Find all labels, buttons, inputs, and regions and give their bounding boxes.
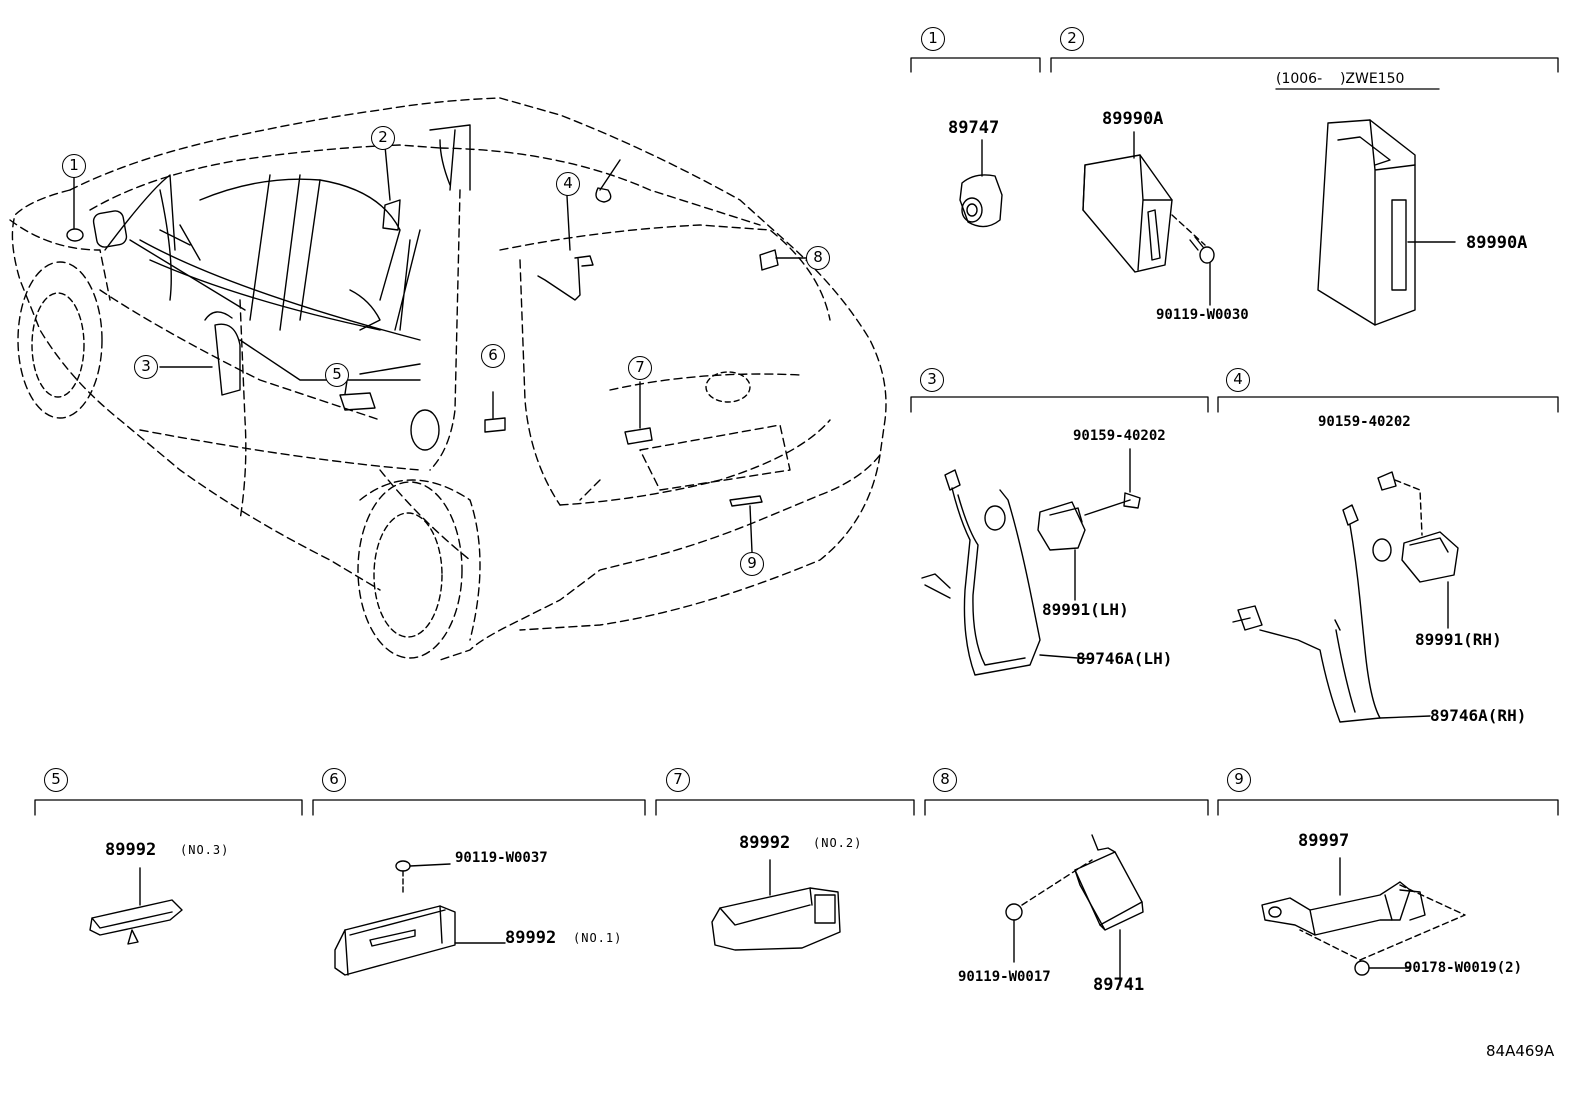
part-number-90159-40202-rh[interactable]: 90159-40202 xyxy=(1318,414,1411,430)
part-number-90178-w0019[interactable]: 90178-W0019(2) xyxy=(1404,960,1523,976)
callout-8: 8 xyxy=(806,246,830,270)
part-number-89741[interactable]: 89741 xyxy=(1093,975,1145,995)
section-6-bracket xyxy=(312,799,646,816)
part-number-89747[interactable]: 89747 xyxy=(948,118,1000,138)
section-1-bracket xyxy=(910,57,1041,73)
part-5-sensor-drawing xyxy=(89,867,183,945)
part-number-89992-no3[interactable]: 89992 xyxy=(105,840,157,860)
callout-4: 4 xyxy=(556,172,580,196)
part-note-no2: (NO.2) xyxy=(813,836,863,850)
section-brackets xyxy=(34,57,1559,816)
part-number-90119-w0037[interactable]: 90119-W0037 xyxy=(455,850,548,866)
section-5-number: 5 xyxy=(44,768,68,792)
part-number-90119-w0017[interactable]: 90119-W0017 xyxy=(958,969,1051,985)
section-3-bracket xyxy=(910,396,1209,413)
part-number-89990a-upper[interactable]: 89990A xyxy=(1102,109,1164,129)
part-note-no1: (NO.1) xyxy=(573,931,623,945)
part-number-89746a-lh[interactable]: 89746A(LH) xyxy=(1076,649,1173,668)
section-5-bracket xyxy=(34,799,303,816)
section-7-bracket xyxy=(655,799,915,816)
part-6-sensor-drawing xyxy=(334,860,506,976)
part-number-89992-no1[interactable]: 89992 xyxy=(505,928,557,948)
part-number-89746a-rh[interactable]: 89746A(RH) xyxy=(1430,706,1527,725)
vehicle-illustration xyxy=(9,97,887,661)
part-8-module-drawing xyxy=(1005,834,1144,986)
part-number-90159-40202-lh[interactable]: 90159-40202 xyxy=(1073,428,1166,444)
part-9-handle-drawing xyxy=(1261,857,1466,976)
callout-2: 2 xyxy=(371,126,395,150)
callout-3: 3 xyxy=(134,355,158,379)
section-8-bracket xyxy=(924,799,1209,816)
section-2-applicability-note: (1006- )ZWE150 xyxy=(1276,71,1405,87)
part-number-90119-w0030[interactable]: 90119-W0030 xyxy=(1156,307,1249,323)
part-7-sensor-drawing xyxy=(711,859,841,951)
part-note-no3: (NO.3) xyxy=(180,843,230,857)
section-2-bracket xyxy=(1050,57,1559,73)
part-89990a-small-drawing xyxy=(1082,131,1215,306)
section-2-number: 2 xyxy=(1060,27,1084,51)
callout-5: 5 xyxy=(325,363,349,387)
section-6-number: 6 xyxy=(322,768,346,792)
section-7-number: 7 xyxy=(666,768,690,792)
section-1-number: 1 xyxy=(921,27,945,51)
callout-6: 6 xyxy=(481,344,505,368)
diagram-code: 84A469A xyxy=(1486,1042,1555,1060)
part-number-89992-no2[interactable]: 89992 xyxy=(739,833,791,853)
section-3-number: 3 xyxy=(920,368,944,392)
part-3-harness-drawing xyxy=(921,448,1141,676)
part-89747-drawing xyxy=(959,139,1003,228)
section-8-number: 8 xyxy=(933,768,957,792)
part-number-89990a-right[interactable]: 89990A xyxy=(1466,233,1528,253)
section-4-bracket xyxy=(1217,396,1559,413)
part-89990a-large-drawing xyxy=(1317,119,1456,326)
callout-1: 1 xyxy=(62,154,86,178)
part-number-89991-rh[interactable]: 89991(RH) xyxy=(1415,630,1502,649)
part-number-89997[interactable]: 89997 xyxy=(1298,831,1350,851)
section-4-number: 4 xyxy=(1226,368,1250,392)
part-4-harness-drawing xyxy=(1232,471,1459,723)
part-number-89991-lh[interactable]: 89991(LH) xyxy=(1042,600,1129,619)
callout-9: 9 xyxy=(740,552,764,576)
section-9-bracket xyxy=(1217,799,1559,816)
section-9-number: 9 xyxy=(1227,768,1251,792)
callout-7: 7 xyxy=(628,356,652,380)
